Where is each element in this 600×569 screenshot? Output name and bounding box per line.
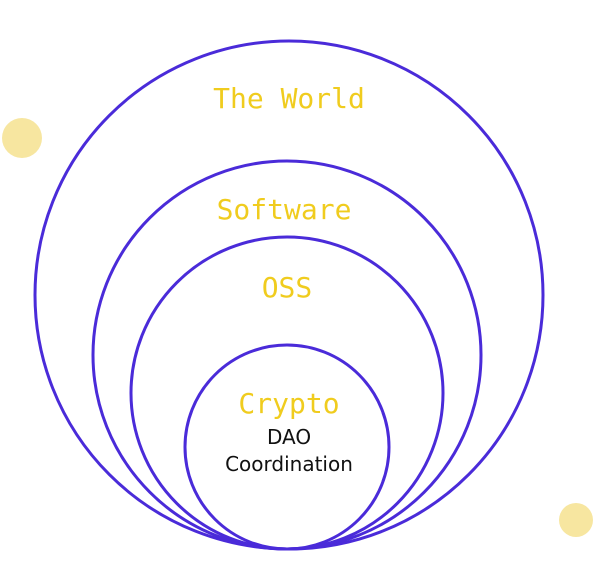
decorative-dot-left bbox=[2, 118, 42, 158]
ring-crypto bbox=[183, 343, 391, 551]
decorative-dot-right bbox=[559, 503, 593, 537]
label-crypto: Crypto bbox=[238, 387, 339, 420]
label-software: Software bbox=[217, 193, 352, 226]
label-the-world: The World bbox=[213, 82, 365, 115]
label-dao: DAO bbox=[267, 425, 311, 449]
label-oss: OSS bbox=[262, 271, 313, 304]
label-coordination: Coordination bbox=[225, 452, 353, 476]
